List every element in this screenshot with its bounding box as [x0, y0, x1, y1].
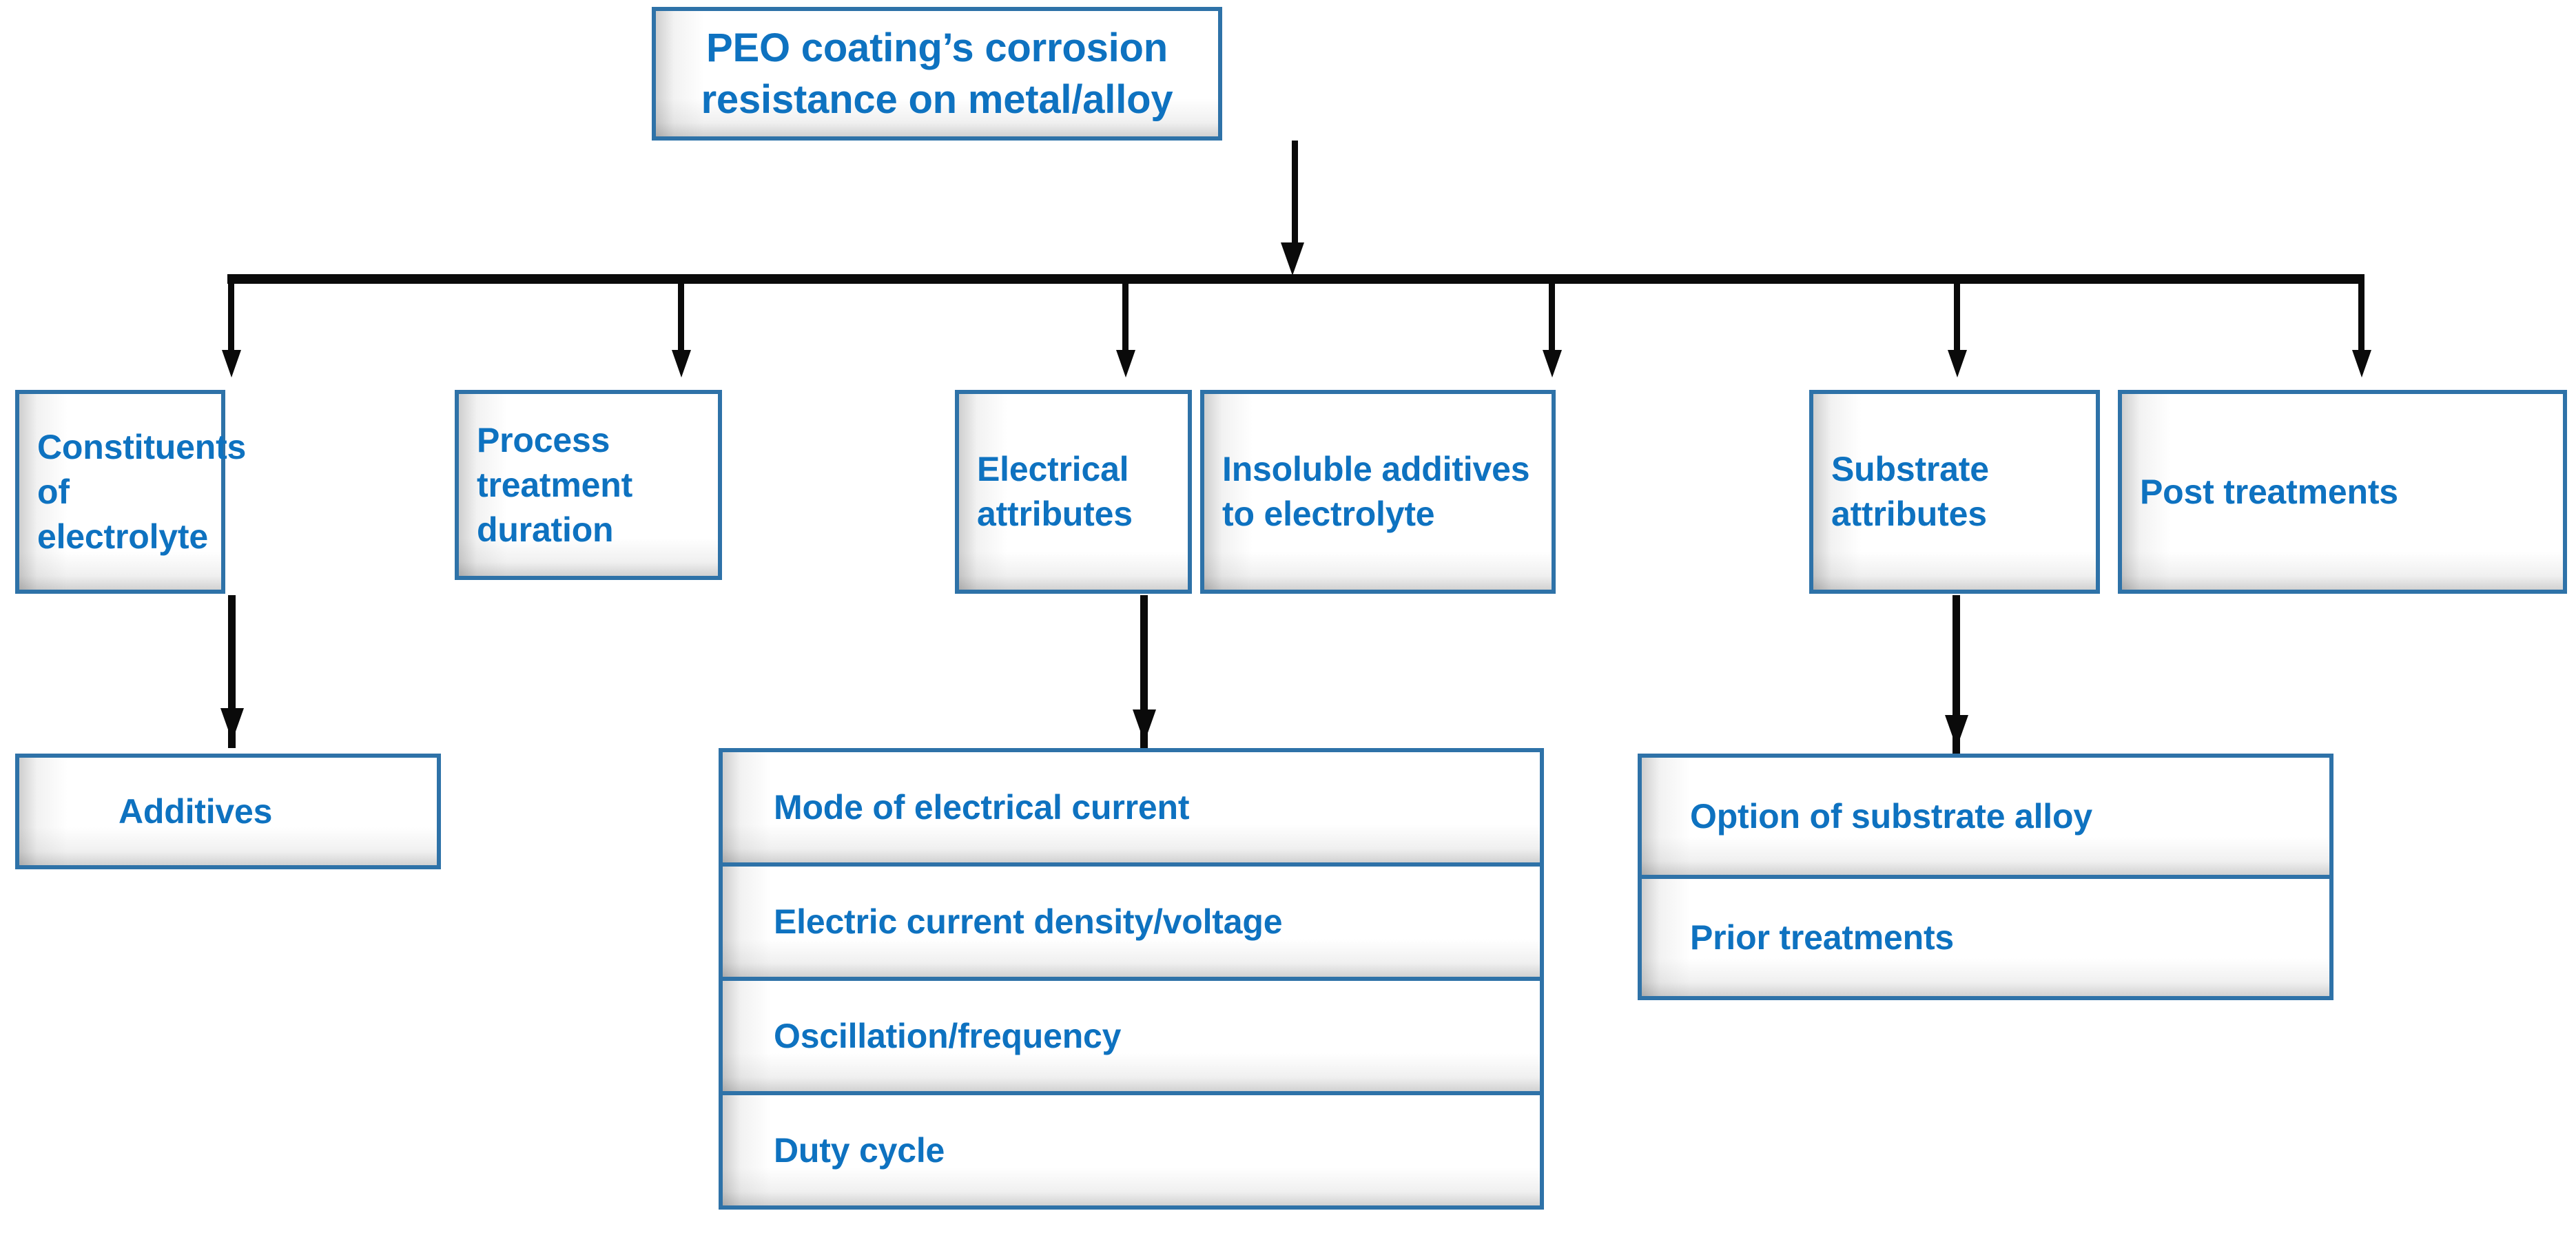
branch-node-process-treatment-duration[interactable]: Process treatment duration — [455, 390, 722, 580]
leaf-connector-arrow-substrate — [1945, 715, 1968, 748]
leaf-node-label: Duty cycle — [774, 1130, 945, 1170]
leaf-node-additives[interactable]: Additives — [15, 754, 441, 869]
leaf-node-mode-of-electrical-current[interactable]: Mode of electrical current — [719, 748, 1544, 867]
branch-node-insoluble-additives-to-electrolyte[interactable]: Insoluble additives to electrolyte — [1200, 390, 1556, 594]
leaf-node-label: Option of substrate alloy — [1690, 796, 2092, 836]
branch-drop-arrow-5 — [1948, 350, 1967, 377]
leaf-node-oscillation-frequency[interactable]: Oscillation/frequency — [719, 977, 1544, 1095]
branch-node-label: Post treatments — [2140, 472, 2398, 511]
leaf-node-label: Oscillation/frequency — [774, 1016, 1122, 1055]
branch-node-label: Insoluble additives to electrolyte — [1222, 450, 1530, 533]
root-node[interactable]: PEO coating’s corrosion resistance on me… — [652, 7, 1222, 141]
branch-drop-line-1 — [228, 274, 234, 357]
branch-bus-line — [227, 274, 2363, 284]
branch-node-electrical-attributes[interactable]: Electrical attributes — [955, 390, 1192, 594]
root-node-label: PEO coating’s corrosion resistance on me… — [701, 25, 1173, 122]
branch-node-substrate-attributes[interactable]: Substrate attributes — [1809, 390, 2100, 594]
leaf-connector-line-substrate — [1952, 595, 1960, 755]
leaf-stack-substrate-attributes: Option of substrate alloy Prior treatmen… — [1638, 754, 2333, 1000]
branch-node-label: Process treatment duration — [477, 420, 633, 549]
leaf-connector-arrow-electrical — [1133, 709, 1156, 743]
leaf-node-label: Prior treatments — [1690, 918, 1955, 957]
branch-drop-arrow-2 — [672, 350, 691, 377]
root-connector-line — [1292, 141, 1298, 251]
leaf-node-duty-cycle[interactable]: Duty cycle — [719, 1091, 1544, 1210]
leaf-connector-line-additives — [228, 595, 236, 748]
root-connector-arrow — [1281, 242, 1304, 276]
branch-node-post-treatments[interactable]: Post treatments — [2118, 390, 2567, 594]
branch-drop-arrow-6 — [2352, 350, 2371, 377]
branch-drop-line-3 — [1122, 274, 1129, 357]
branch-drop-line-2 — [678, 274, 684, 357]
branch-node-label: Substrate attributes — [1831, 450, 1989, 533]
leaf-stack-electrical-attributes: Mode of electrical current Electric curr… — [719, 748, 1544, 1210]
branch-drop-arrow-3 — [1116, 350, 1135, 377]
branch-drop-arrow-4 — [1543, 350, 1562, 377]
leaf-node-prior-treatments[interactable]: Prior treatments — [1638, 875, 2333, 1000]
leaf-node-option-of-substrate-alloy[interactable]: Option of substrate alloy — [1638, 754, 2333, 879]
leaf-node-label: Mode of electrical current — [774, 787, 1190, 827]
branch-node-constituents-of-electrolyte[interactable]: Constituents of electrolyte — [15, 390, 247, 594]
leaf-node-electric-current-density-voltage[interactable]: Electric current density/voltage — [719, 862, 1544, 981]
branch-node-label: Constituents of electrolyte — [37, 427, 247, 556]
leaf-node-label: Electric current density/voltage — [774, 902, 1283, 941]
branch-drop-arrow-1 — [222, 350, 241, 377]
branch-drop-line-5 — [1954, 274, 1960, 357]
branch-node-label: Electrical attributes — [977, 450, 1133, 533]
branch-drop-line-4 — [1549, 274, 1555, 357]
leaf-connector-line-electrical — [1140, 595, 1148, 748]
leaf-node-label: Additives — [119, 791, 273, 831]
branch-drop-line-6 — [2358, 274, 2364, 357]
leaf-connector-arrow-additives — [220, 708, 244, 741]
